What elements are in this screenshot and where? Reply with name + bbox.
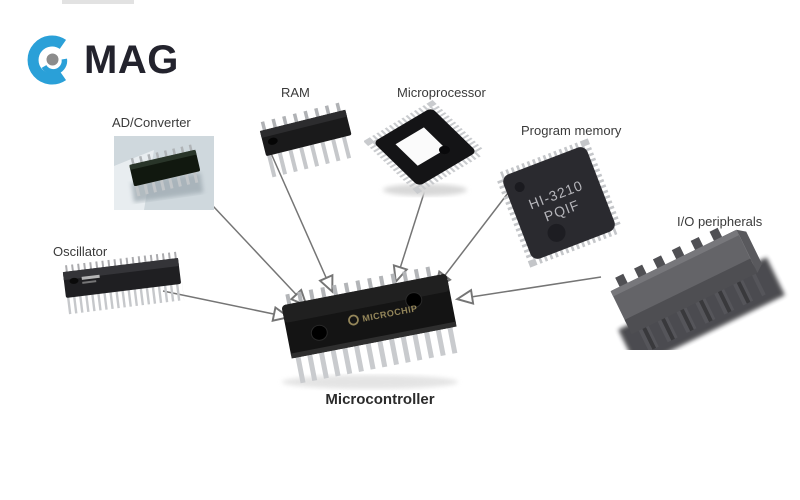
microcontroller-chip-image: MICROCHIP [282,266,460,389]
c-ring-dot-icon [27,35,68,85]
arrow-ad-converter [212,205,309,308]
component-label-microprocessor: Microprocessor [397,85,486,100]
io-peripherals-chip-image [610,222,785,350]
component-label-oscillator: Oscillator [53,244,108,259]
component-label-ad-converter: AD/Converter [112,115,191,130]
oscillator-chip-image [62,251,185,315]
cmag-logo: MAG [26,32,179,88]
microprocessor-chip-image [364,100,486,196]
arrow-ram [269,150,334,294]
ram-chip-image [259,101,358,178]
arrow-oscillator [162,290,292,322]
component-label-program-memory: Program memory [521,123,622,138]
arrow-io-peripherals [454,276,602,305]
microchip-logo-icon [348,314,359,326]
microcontroller-label: Microcontroller [325,391,435,408]
component-label-ram: RAM [281,85,310,100]
program-memory-chip-image: HI-3210 PQIF [494,138,624,268]
scan-artifact [62,0,134,4]
arrow-program-memory [434,192,509,290]
logo-brand-text: MAG [84,38,179,82]
ad-converter-chip-image [114,136,214,210]
component-label-io-peripherals: I/O peripherals [677,214,763,229]
arrow-microprocessor [392,189,426,284]
